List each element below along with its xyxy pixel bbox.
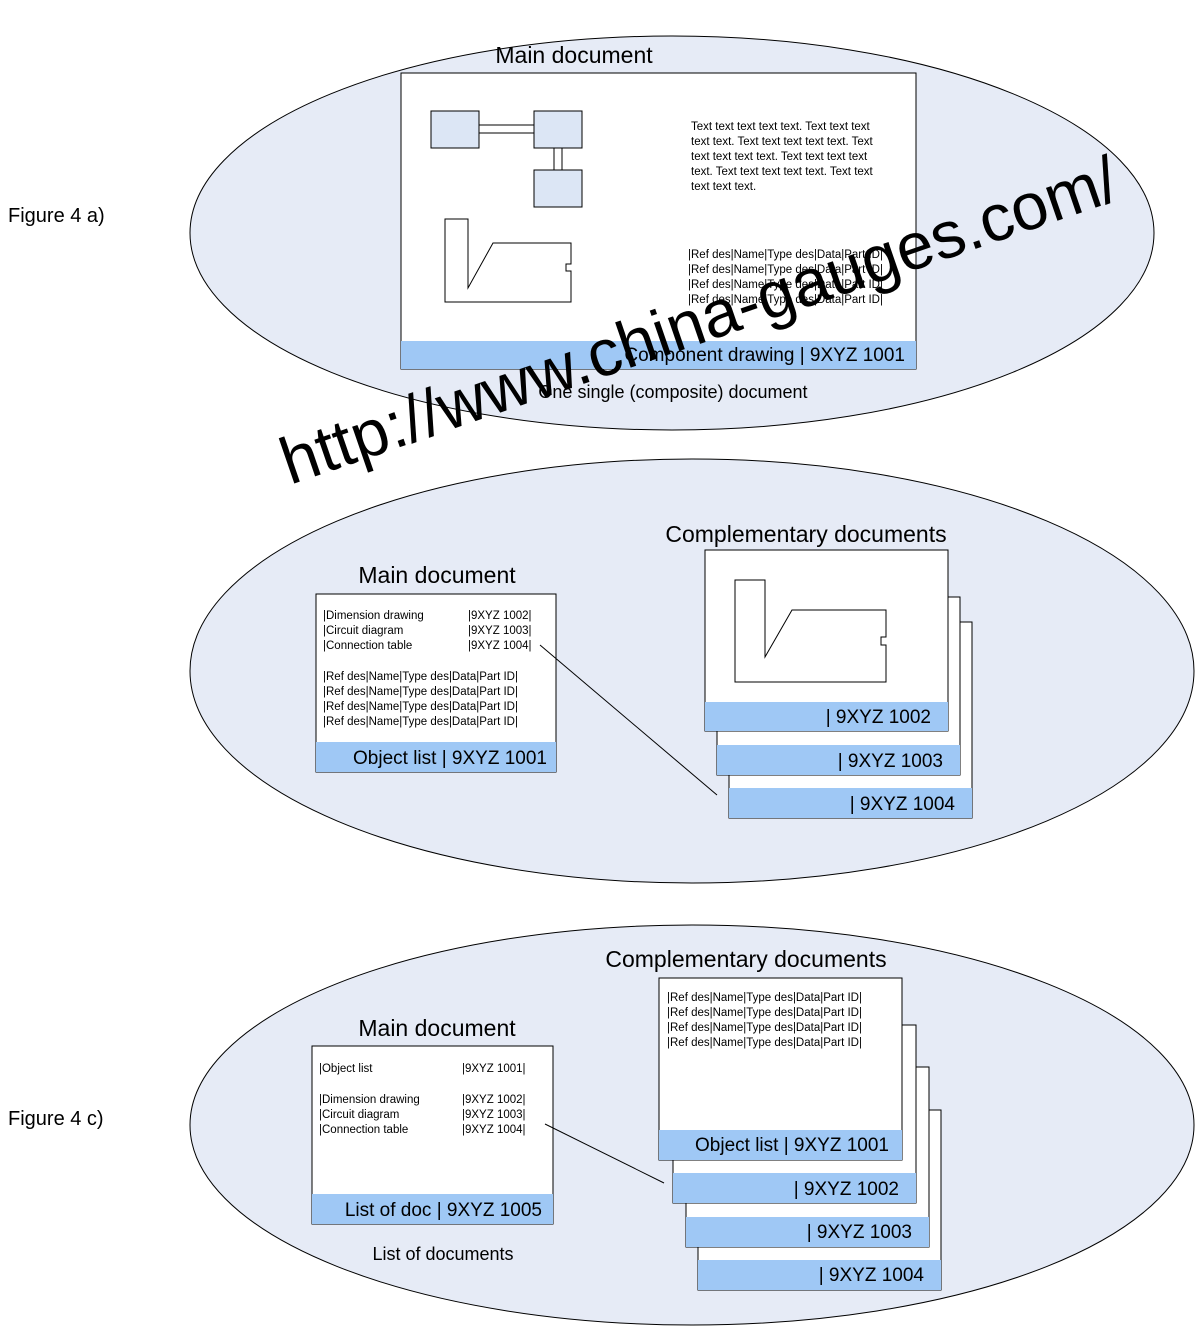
document-list-names: |Dimension drawing |Circuit diagram |Con… — [323, 610, 427, 652]
title-block — [312, 1194, 553, 1224]
title-block-text: List of doc | 9XYZ 1005 — [345, 1200, 542, 1221]
title-block — [673, 1173, 916, 1203]
composite-document-sheet — [400, 72, 917, 370]
document-list-ids: |9XYZ 1002| |9XYZ 1003| |9XYZ 1004| — [468, 610, 535, 652]
reference-line — [539, 644, 718, 796]
title-block-text: | 9XYZ 1002 — [826, 707, 931, 728]
parts-table: |Ref des|Name|Type des|Data|Part ID| |Re… — [323, 671, 521, 728]
title-block-text: | 9XYZ 1004 — [850, 794, 956, 815]
title-block-text: | 9XYZ 1003 — [807, 1222, 912, 1243]
part-outline-sketch — [734, 579, 887, 683]
part-outline-sketch — [444, 218, 572, 303]
title-block — [717, 745, 960, 775]
document-list-ids: |9XYZ 1002| |9XYZ 1003| |9XYZ 1004| — [462, 1094, 529, 1136]
figure-a: Figure 4 a) Main document Text text text… — [8, 35, 1155, 431]
title-block — [659, 1130, 902, 1160]
title-block — [729, 788, 972, 818]
parts-table: |Ref des|Name|Type des|Data|Part ID| |Re… — [667, 992, 865, 1049]
title-block — [401, 341, 916, 369]
block-a — [430, 110, 480, 149]
title-block-text: | 9XYZ 1002 — [794, 1179, 899, 1200]
composite-document: Text text text text text. Text text text… — [400, 72, 917, 370]
title-block-text: | 9XYZ 1004 — [819, 1265, 925, 1286]
complementary-sheet-1001: |Ref des|Name|Type des|Data|Part ID| |Re… — [658, 977, 903, 1161]
title-block-text: Object list | 9XYZ 1001 — [353, 748, 547, 769]
title-block — [316, 742, 556, 772]
title-block-text: Component drawing | 9XYZ 1001 — [624, 345, 905, 366]
block-b — [533, 110, 583, 149]
sheet — [658, 977, 903, 1161]
title-block — [686, 1217, 929, 1247]
figure-c: Figure 4 c) Main document Complementary … — [8, 924, 1195, 1326]
title-block — [705, 702, 948, 731]
document-list-name: |Object list — [319, 1063, 373, 1075]
block-diagram-sketch — [430, 110, 583, 208]
reference-line — [544, 1123, 665, 1184]
figure-a-label: Figure 4 a) — [8, 205, 105, 227]
document-list-names: |Dimension drawing |Circuit diagram |Con… — [319, 1094, 423, 1136]
complementary-sheet-1002: | 9XYZ 1002 — [704, 549, 949, 732]
parts-table: |Ref des|Name|Type des|Data|Part ID| |Re… — [688, 249, 886, 306]
figure-c-complementary-title: Complementary documents — [605, 946, 886, 972]
figure-c-main-title: Main document — [358, 1015, 516, 1041]
figure-b: Main document Complementary documents |D… — [189, 458, 1195, 884]
document-list-id: |9XYZ 1001| — [462, 1063, 526, 1075]
title-block-text: | 9XYZ 1003 — [838, 751, 943, 772]
title-block-text: Object list | 9XYZ 1001 — [695, 1135, 889, 1156]
figure-b-complementary-title: Complementary documents — [665, 521, 946, 547]
list-of-documents: |Object list |9XYZ 1001| |Dimension draw… — [311, 1045, 554, 1225]
figure-a-caption: One single (composite) document — [538, 382, 807, 402]
title-block — [698, 1260, 941, 1290]
figure-c-label: Figure 4 c) — [8, 1108, 104, 1130]
text-paragraph: Text text text text text. Text text text… — [691, 121, 876, 193]
figure-c-caption: List of documents — [372, 1244, 513, 1264]
figure-a-main-title: Main document — [495, 42, 653, 68]
figure-b-main-title: Main document — [358, 562, 516, 588]
block-c — [533, 169, 583, 208]
object-list-document: |Dimension drawing |Circuit diagram |Con… — [315, 593, 557, 773]
